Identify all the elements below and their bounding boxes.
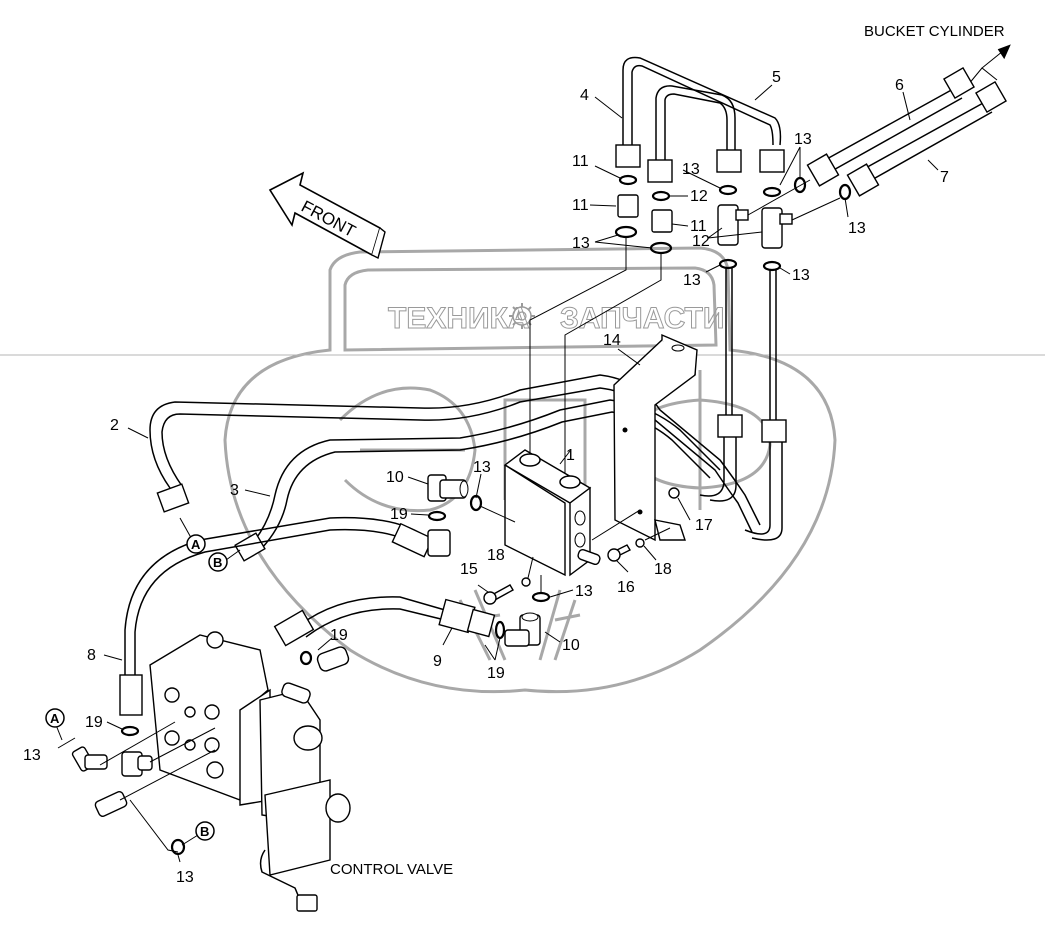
watermark-inner-panel bbox=[343, 266, 718, 352]
control-valve-caption: CONTROL VALVE bbox=[330, 861, 453, 878]
callout-14: 14 bbox=[603, 332, 621, 349]
pipe-5 bbox=[647, 85, 785, 183]
callout-19: 19 bbox=[390, 506, 408, 523]
reference-marker-b-upper: B bbox=[208, 549, 241, 572]
callout-13: 13 bbox=[23, 747, 41, 764]
callout-13: 12 bbox=[690, 188, 708, 205]
callout-7: 7 bbox=[940, 169, 949, 186]
callout-18: 18 bbox=[654, 561, 672, 578]
callout-13: 13 bbox=[575, 583, 593, 600]
callout-13: 13 bbox=[176, 869, 194, 886]
callout-4: 4 bbox=[580, 87, 589, 104]
leader-line bbox=[479, 505, 516, 523]
o-ring bbox=[531, 591, 551, 603]
reference-marker-b-lower: B bbox=[181, 821, 215, 846]
callout-10: 10 bbox=[562, 637, 580, 654]
fitting-19-connector bbox=[316, 646, 350, 672]
valve-block-1 bbox=[503, 449, 601, 577]
pipe-2 bbox=[149, 374, 761, 533]
o-ring bbox=[170, 838, 186, 856]
callout-2: 2 bbox=[110, 417, 119, 434]
leader-line bbox=[57, 737, 76, 749]
watermark-emblem-p bbox=[503, 398, 587, 500]
bolt-16 bbox=[607, 544, 631, 562]
callout-13: 13 bbox=[682, 161, 700, 178]
washer-18 bbox=[635, 538, 645, 548]
adapters-11 bbox=[617, 194, 673, 233]
callout-13: 13 bbox=[683, 272, 701, 289]
washer-18 bbox=[521, 577, 531, 587]
callout-leaders bbox=[103, 84, 939, 863]
watermark-right-word: ЗАПЧАСТИ bbox=[560, 302, 724, 335]
callout-1: 1 bbox=[566, 447, 575, 464]
callout-19: 19 bbox=[85, 714, 103, 731]
callout-8: 8 bbox=[87, 647, 96, 664]
control-valve bbox=[149, 631, 351, 912]
callout-6: 6 bbox=[895, 77, 904, 94]
callout-13: 13 bbox=[848, 220, 866, 237]
leader-line bbox=[99, 721, 216, 853]
o-ring bbox=[469, 494, 483, 512]
vertical-pipes-right bbox=[699, 268, 787, 541]
svg-text:B: B bbox=[213, 555, 222, 570]
svg-text:A: A bbox=[191, 537, 201, 552]
leader-line bbox=[564, 253, 662, 475]
reference-marker-a-upper: A bbox=[179, 517, 206, 554]
watermark-left-word: ТЕХНИКА bbox=[388, 302, 530, 335]
callout-13: 11 bbox=[572, 153, 589, 170]
tee-fitting bbox=[121, 751, 153, 777]
front-direction-arrow: FRONT bbox=[268, 171, 386, 260]
o-ring bbox=[299, 650, 313, 666]
hose-9 bbox=[273, 596, 496, 647]
callout-9: 9 bbox=[433, 653, 442, 670]
o-ring bbox=[427, 510, 447, 522]
elbow-10-lower bbox=[504, 612, 541, 647]
elbow-fitting bbox=[71, 746, 108, 772]
hose-8 bbox=[119, 516, 451, 716]
o-ring bbox=[120, 725, 140, 737]
watermark-shield bbox=[223, 246, 837, 694]
callout-13: 13 bbox=[794, 131, 812, 148]
straight-fitting bbox=[94, 791, 128, 817]
hose-6 bbox=[806, 67, 975, 187]
callout-16: 16 bbox=[617, 579, 635, 596]
callout-13: 13 bbox=[473, 459, 491, 476]
callout-19: 19 bbox=[330, 627, 348, 644]
bolt-15 bbox=[483, 584, 514, 605]
callout-5: 5 bbox=[772, 69, 781, 86]
callouts: 4 5 11 11 12 11 13 13 13 12 13 13 13 6 7… bbox=[23, 69, 949, 886]
leader-line bbox=[591, 509, 671, 541]
callout-13: 13 bbox=[572, 235, 590, 252]
callout-13: 13 bbox=[792, 267, 810, 284]
callout-17: 17 bbox=[695, 517, 713, 534]
callout-11: 11 bbox=[572, 197, 589, 214]
callout-3: 3 bbox=[230, 482, 239, 499]
callout-10: 10 bbox=[386, 469, 404, 486]
watermark: ТЕХНИКА ЗАПЧАСТИ bbox=[0, 246, 1045, 694]
callout-15: 15 bbox=[460, 561, 478, 578]
pipe-4 bbox=[615, 56, 782, 168]
o-ring bbox=[494, 620, 506, 640]
svg-text:B: B bbox=[200, 824, 209, 839]
callout-19: 19 bbox=[487, 665, 505, 682]
callout-11: 11 bbox=[690, 218, 707, 235]
bracket-14 bbox=[613, 333, 698, 542]
elbow-10-upper bbox=[427, 474, 469, 502]
bucket-cylinder-arrow bbox=[967, 44, 1011, 86]
reference-marker-a-lower: A bbox=[45, 708, 65, 741]
callout-12: 12 bbox=[692, 233, 710, 250]
svg-text:A: A bbox=[50, 711, 60, 726]
nut-17 bbox=[668, 487, 680, 499]
bucket-cylinder-caption: BUCKET CYLINDER bbox=[864, 23, 1005, 40]
hose-7 bbox=[846, 81, 1007, 197]
callout-18: 18 bbox=[487, 547, 505, 564]
